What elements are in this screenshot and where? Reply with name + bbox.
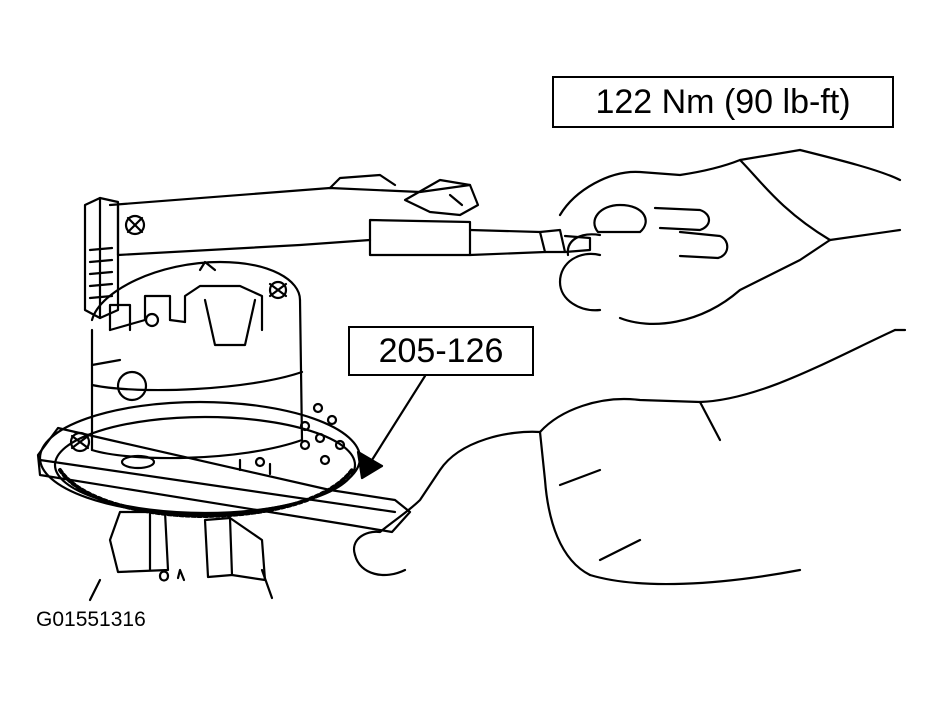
vise-jaws — [88, 510, 274, 602]
lower-hand — [352, 328, 897, 577]
sleeves — [588, 148, 907, 586]
figure-id-label: G01551316 — [36, 608, 146, 631]
tool-number-callout: 205-126 — [348, 326, 534, 376]
upper-hand — [558, 148, 832, 325]
torque-wrench — [83, 173, 592, 320]
tool-leader-arrow — [356, 374, 427, 480]
holding-fixture-bar — [36, 426, 412, 534]
differential-case — [90, 260, 304, 460]
torque-spec-callout: 122 Nm (90 lb-ft) — [552, 76, 894, 128]
